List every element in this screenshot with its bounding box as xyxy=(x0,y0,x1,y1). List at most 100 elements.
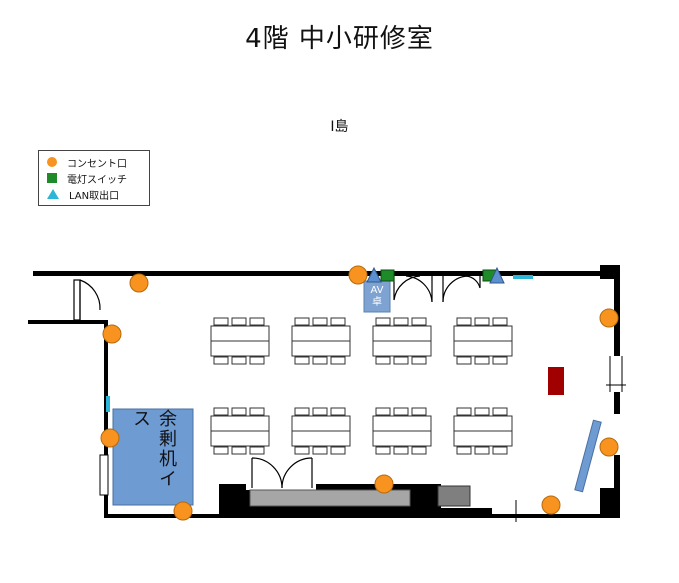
chair xyxy=(330,317,346,326)
outlet-icon xyxy=(173,501,193,521)
chair xyxy=(249,317,265,326)
desk-group xyxy=(372,407,432,455)
chair xyxy=(375,407,391,416)
chair xyxy=(231,407,247,416)
lan-port-left xyxy=(106,396,110,412)
legend-item-switch: 電灯スイッチ xyxy=(47,171,127,186)
chair xyxy=(294,317,310,326)
outlet-icon xyxy=(102,324,122,344)
top-door-left xyxy=(393,275,433,303)
desk-group xyxy=(291,407,351,455)
chair xyxy=(375,446,391,455)
desk-group xyxy=(453,317,513,365)
lan-outlets xyxy=(366,266,505,284)
lan-triangle-icon xyxy=(489,266,505,284)
chair xyxy=(474,407,490,416)
chair xyxy=(312,407,328,416)
desk-group xyxy=(291,317,351,365)
right-window xyxy=(606,356,626,392)
left-entry-wall xyxy=(28,320,108,324)
legend-item-lan: LAN取出口 xyxy=(47,187,120,202)
chair xyxy=(492,356,508,365)
outlet-icon xyxy=(129,273,149,293)
bottom-wall-mid xyxy=(436,508,492,518)
outlet-icon xyxy=(599,308,619,328)
chair xyxy=(474,356,490,365)
red-equipment xyxy=(548,367,564,395)
chair xyxy=(294,407,310,416)
chair xyxy=(213,356,229,365)
right-wall-lower xyxy=(614,455,620,495)
chair xyxy=(249,446,265,455)
chair xyxy=(375,356,391,365)
chair xyxy=(456,356,472,365)
chair xyxy=(312,446,328,455)
island-label: I島 xyxy=(330,119,349,135)
chair xyxy=(393,446,409,455)
top-door-right xyxy=(442,275,481,303)
chair xyxy=(393,317,409,326)
outlet-icon xyxy=(599,437,619,457)
lan-port-top xyxy=(513,275,533,279)
chair xyxy=(411,317,427,326)
left-entry-door xyxy=(73,279,101,321)
legend: コンセント口 電灯スイッチ LAN取出口 xyxy=(38,150,150,206)
chair xyxy=(294,446,310,455)
desk-group xyxy=(453,407,513,455)
desk-group xyxy=(372,317,432,365)
chair xyxy=(330,356,346,365)
chair xyxy=(456,317,472,326)
av-desk-label: AV 卓 xyxy=(370,284,384,308)
chair xyxy=(213,446,229,455)
left-wall-door xyxy=(99,454,109,496)
chair xyxy=(312,317,328,326)
chair xyxy=(492,317,508,326)
outlet-icon xyxy=(374,474,394,494)
whiteboard xyxy=(574,419,602,493)
chair xyxy=(474,446,490,455)
left-wall xyxy=(104,320,108,518)
desk-groups xyxy=(210,317,513,455)
outlet-icon xyxy=(348,265,368,285)
desk-group xyxy=(210,317,270,365)
chair xyxy=(393,407,409,416)
top-wall xyxy=(33,271,603,276)
desk-group xyxy=(210,407,270,455)
outlet-icon xyxy=(541,495,561,515)
counter-cabinet xyxy=(249,489,411,507)
chair xyxy=(456,446,472,455)
legend-item-outlet: コンセント口 xyxy=(47,155,127,170)
chair xyxy=(249,356,265,365)
bottom-wall-right xyxy=(489,514,607,518)
light-switch-icon xyxy=(380,269,395,282)
right-wall-mid xyxy=(614,392,620,414)
chair xyxy=(249,407,265,416)
legend-label: コンセント口 xyxy=(67,158,127,170)
bottom-right-corner xyxy=(600,488,620,518)
equipment-box xyxy=(437,485,471,507)
legend-label: LAN取出口 xyxy=(69,190,120,202)
outlet-circle-icon xyxy=(47,157,57,167)
av-desk xyxy=(363,280,391,313)
bottom-double-door xyxy=(246,457,316,490)
chair xyxy=(492,446,508,455)
chair xyxy=(312,356,328,365)
top-right-corner xyxy=(600,265,620,279)
outlets xyxy=(100,265,619,521)
chair xyxy=(231,446,247,455)
lan-triangle-icon xyxy=(47,189,59,199)
chair xyxy=(456,407,472,416)
spare-furniture-area xyxy=(112,408,194,506)
chair xyxy=(330,446,346,455)
chair xyxy=(231,317,247,326)
bottom-wall-left xyxy=(104,514,224,518)
chair xyxy=(474,317,490,326)
chair xyxy=(213,407,229,416)
lan-triangle-icon xyxy=(366,266,382,283)
light-switch-square-icon xyxy=(47,173,57,183)
chair xyxy=(294,356,310,365)
page-title: 4階 中小研修室 xyxy=(245,24,434,54)
chair xyxy=(375,317,391,326)
chair xyxy=(213,317,229,326)
